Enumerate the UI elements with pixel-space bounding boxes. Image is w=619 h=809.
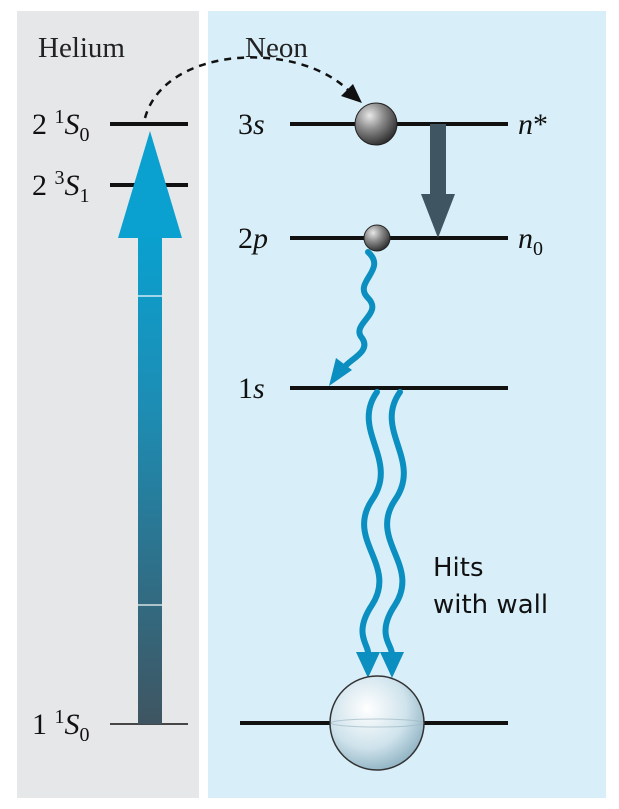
- helium-label-1-1S0: 1 1S0: [32, 706, 90, 746]
- neon-panel: [208, 11, 606, 798]
- hits-with-wall-label-line2: with wall: [433, 590, 548, 620]
- label-n-zero: n0: [518, 222, 543, 260]
- stimulated-emission-arrow: [421, 124, 455, 238]
- pump-arrow: [118, 131, 182, 724]
- ground-neon-atom: [329, 675, 425, 771]
- hits-with-wall-label: Hits: [433, 553, 484, 583]
- photon-wave-2p-to-1s: [329, 249, 378, 386]
- excited-neon-atom: [354, 102, 398, 146]
- wall-collision-waves: [356, 389, 407, 678]
- helium-panel: [17, 11, 199, 798]
- neon-label-3s: 3s: [238, 108, 265, 141]
- energy-transfer-dashed-arrow: [143, 56, 362, 119]
- helium-title: Helium: [38, 32, 125, 64]
- helium-label-2-3S1: 2 3S1: [32, 167, 90, 207]
- neon-label-2p: 2p: [238, 222, 268, 255]
- helium-label-2-1S0: 2 1S0: [32, 106, 90, 146]
- label-n-star: n*: [518, 108, 548, 141]
- neon-label-1s: 1s: [238, 372, 265, 405]
- lower-neon-atom: [363, 224, 391, 252]
